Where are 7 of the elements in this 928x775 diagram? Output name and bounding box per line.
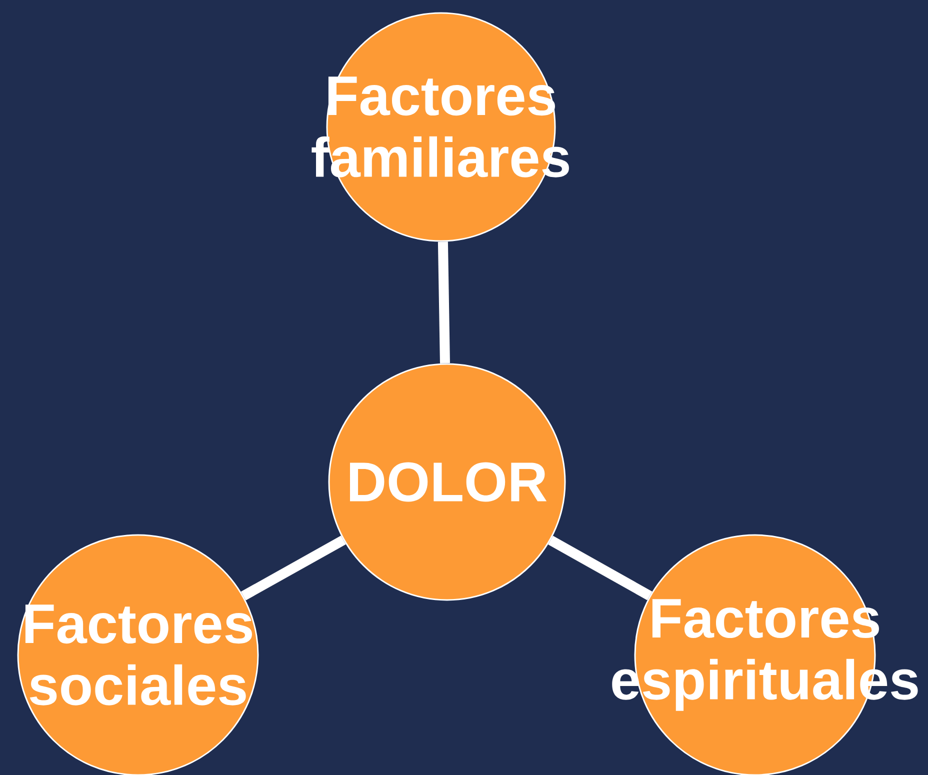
circle	[328, 363, 566, 601]
node-label: DOLOR	[350, 462, 547, 502]
connector-line	[548, 536, 652, 600]
circle	[17, 534, 259, 775]
connector-line	[438, 242, 450, 364]
node-label: Factores sociales	[25, 604, 252, 706]
connector-line	[240, 536, 346, 600]
